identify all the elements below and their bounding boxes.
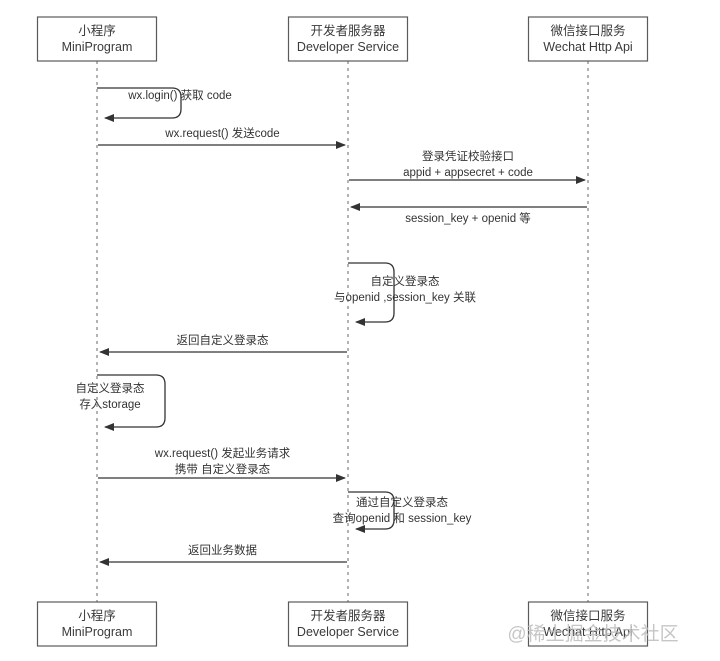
actor-name-cn: 开发者服务器 <box>310 23 386 38</box>
message-label: 返回自定义登录态 <box>177 333 269 347</box>
actor-box-top-miniprogram[interactable]: 小程序 MiniProgram <box>36 16 158 62</box>
message-label: 与openid ,session_key 关联 <box>334 290 476 304</box>
actor-name-en: Developer Service <box>297 625 399 639</box>
message-label: wx.login() 获取 code <box>127 89 232 102</box>
message-msg-10: 返回业务数据 <box>99 543 347 566</box>
message-msg-2: wx.request() 发送code <box>98 126 346 149</box>
message-msg-4: session_key + openid 等 <box>350 203 587 225</box>
actor-box-bottom-developer[interactable]: 开发者服务器 Developer Service <box>287 601 409 647</box>
message-label: 登录凭证校验接口 <box>422 149 514 163</box>
actor-name-cn: 微信接口服务 <box>550 608 625 623</box>
actor-box-rect <box>527 16 649 62</box>
actor-name-en: MiniProgram <box>62 625 133 639</box>
actor-box-top-wechat[interactable]: 微信接口服务 Wechat Http Api <box>527 16 649 62</box>
watermark-label: @稀土掘金技术社区 <box>507 623 678 645</box>
actors-bottom-group: 小程序 MiniProgram 开发者服务器 Developer Service 微信接… <box>36 601 649 647</box>
message-label: 存入storage <box>79 397 140 411</box>
message-label: 自定义登录态 <box>371 274 440 288</box>
actor-box-rect <box>36 601 158 647</box>
lifelines-group <box>96 61 589 602</box>
message-label: appid + appsecret + code <box>403 167 533 179</box>
actor-box-rect <box>287 601 409 647</box>
actor-name-en: Developer Service <box>297 40 399 54</box>
actor-name-cn: 小程序 <box>78 608 116 623</box>
actor-box-rect <box>36 16 158 62</box>
actors-top-group: 小程序 MiniProgram 开发者服务器 Developer Service 微信接… <box>36 16 649 62</box>
message-msg-6: 返回自定义登录态 <box>99 333 347 356</box>
message-label: 携带 自定义登录态 <box>175 462 271 476</box>
actor-box-bottom-miniprogram[interactable]: 小程序 MiniProgram <box>36 601 158 647</box>
actor-name-cn: 微信接口服务 <box>550 23 625 38</box>
message-label: 查询openid 和 session_key <box>333 511 472 525</box>
message-msg-3: 登录凭证校验接口 appid + appsecret + code <box>349 149 586 184</box>
actor-box-rect <box>287 16 409 62</box>
actor-name-en: Wechat Http Api <box>543 625 632 639</box>
message-label: 通过自定义登录态 <box>356 495 448 509</box>
message-self-loop <box>97 374 166 431</box>
message-label: wx.request() 发起业务请求 <box>154 446 291 460</box>
actor-name-cn: 开发者服务器 <box>310 608 386 623</box>
message-label: session_key + openid 等 <box>405 211 531 225</box>
message-label: 返回业务数据 <box>188 543 257 557</box>
messages-group: wx.login() 获取 code wx.request() 发送code 登录凭… <box>76 87 587 566</box>
message-msg-1: wx.login() 获取 code <box>97 87 232 122</box>
actor-box-rect <box>527 601 649 647</box>
message-label: 自定义登录态 <box>76 381 145 395</box>
actor-box-bottom-wechat[interactable]: 微信接口服务 Wechat Http Api <box>527 601 649 647</box>
actor-box-top-developer[interactable]: 开发者服务器 Developer Service <box>287 16 409 62</box>
message-self-loop <box>348 491 395 533</box>
actor-name-cn: 小程序 <box>78 23 116 38</box>
message-self-loop <box>97 87 182 122</box>
actor-name-en: MiniProgram <box>62 40 133 54</box>
message-label: wx.request() 发送code <box>164 126 279 140</box>
actor-name-en: Wechat Http Api <box>543 40 632 54</box>
message-self-loop <box>348 262 395 326</box>
